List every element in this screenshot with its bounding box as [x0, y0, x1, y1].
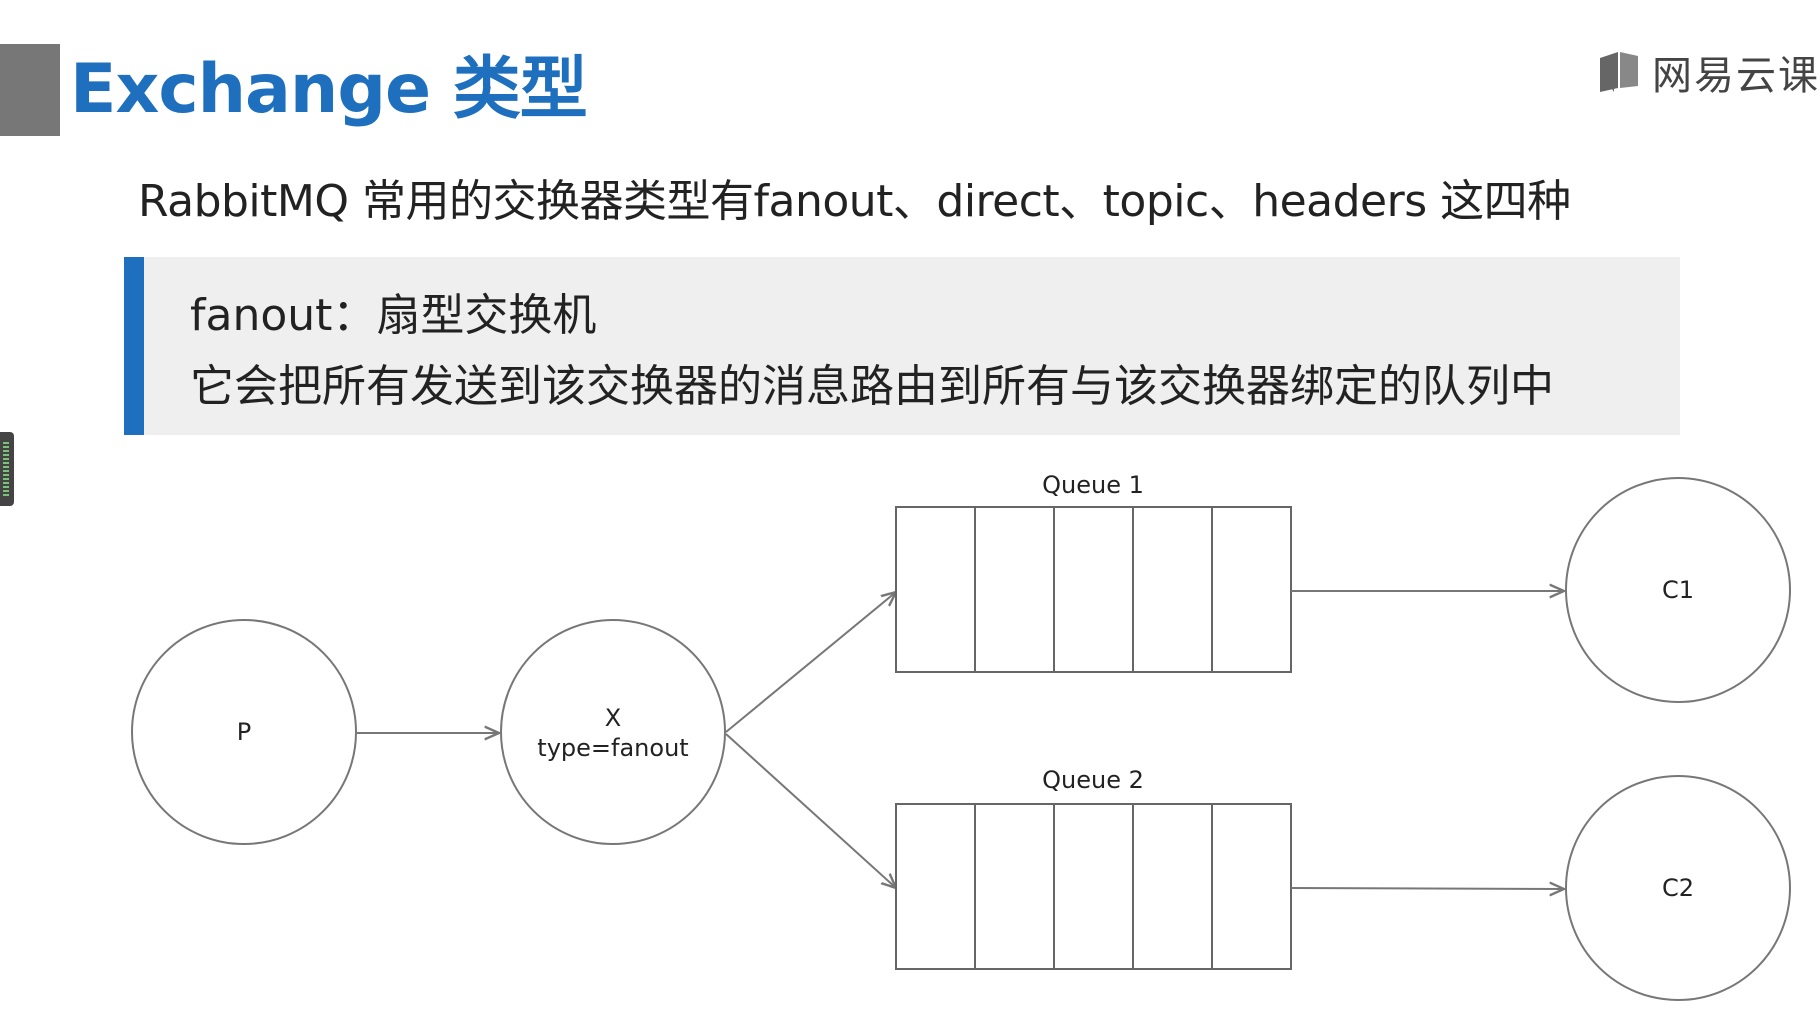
callout-description: 它会把所有发送到该交换器的消息路由到所有与该交换器绑定的队列中 — [190, 361, 1554, 412]
exchange-node — [500, 619, 726, 845]
callout-box: fanout：扇型交换机 它会把所有发送到该交换器的消息路由到所有与该交换器绑定… — [124, 257, 1680, 435]
callout-heading: fanout：扇型交换机 — [190, 290, 597, 341]
queue2-label: Queue 2 — [1042, 766, 1144, 794]
fanout-diagram: P X type=fanout Queue 1 Queue 2 C1 C2 — [131, 471, 1791, 1001]
consumer2-label: C2 — [1662, 874, 1694, 902]
arrow-exchange-queue2 — [725, 733, 896, 888]
consumer2-node — [1565, 775, 1791, 1001]
queue1-box — [895, 506, 1292, 673]
consumer1-label: C1 — [1662, 576, 1694, 604]
consumer1-node — [1565, 477, 1791, 703]
queue1-label: Queue 1 — [1042, 471, 1144, 499]
side-panel-handle[interactable] — [0, 432, 14, 506]
brand-logo: 网易云课 — [1596, 48, 1820, 99]
book-icon — [1600, 52, 1638, 92]
queue2-box — [895, 803, 1292, 970]
title-accent-bar — [0, 44, 60, 136]
arrow-queue2-consumer2 — [1290, 888, 1564, 889]
producer-label: P — [237, 718, 251, 746]
exchange-type: type=fanout — [537, 734, 688, 762]
brand-name: 网易云课 — [1652, 53, 1820, 99]
producer-node — [131, 619, 357, 845]
exchange-name: X — [605, 704, 621, 732]
page-title: Exchange 类型 — [70, 50, 588, 129]
subtitle: RabbitMQ 常用的交换器类型有fanout、direct、topic、he… — [138, 176, 1571, 227]
arrow-exchange-queue1 — [725, 592, 896, 733]
